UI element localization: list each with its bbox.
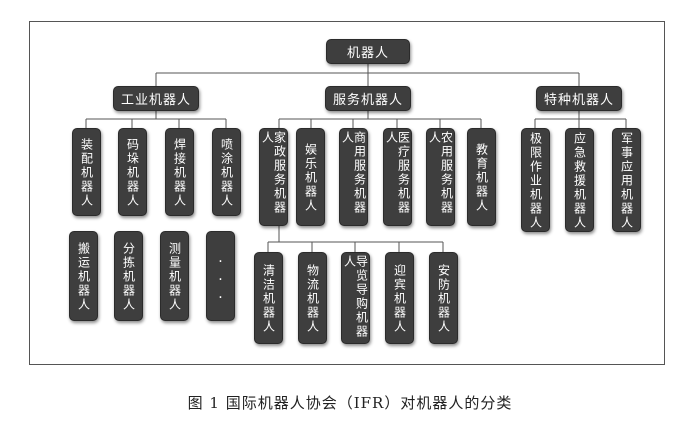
service-robot-node: 服务机器人	[325, 86, 411, 111]
education-robot-node: 教育机器人	[467, 128, 496, 226]
cleaning-robot-node: 清洁机器人	[254, 252, 283, 344]
special-robot-node: 特种机器人	[536, 86, 622, 111]
military-application-robot-node: 军事应用机器人	[612, 128, 641, 232]
handling-robot-node: 搬运机器人	[69, 231, 98, 321]
security-robot-node: 安防机器人	[429, 252, 458, 344]
measuring-robot-node: 测量机器人	[160, 231, 189, 321]
welding-robot-node: 焊接机器人	[165, 128, 194, 216]
palletizing-robot-node: 码垛机器人	[118, 128, 147, 216]
connector-lines	[85, 64, 627, 252]
diagram-frame: 机器人 工业机器人 服务机器人 特种机器人 装配机器人 码垛机器人 焊接机器人 …	[29, 21, 665, 365]
commercial-service-robot-node: 商用服务机器人	[339, 128, 368, 226]
spraying-robot-node: 喷涂机器人	[212, 128, 241, 216]
sorting-robot-node: 分拣机器人	[114, 231, 143, 321]
logistics-robot-node: 物流机器人	[298, 252, 327, 344]
industrial-robot-node: 工业机器人	[113, 86, 199, 111]
extreme-operation-robot-node: 极限作业机器人	[521, 128, 550, 232]
emergency-rescue-robot-node: 应急救援机器人	[565, 128, 594, 232]
agricultural-service-robot-node: 农用服务机器人	[426, 128, 455, 226]
root-node: 机器人	[326, 39, 410, 64]
more-ellipsis-node: ...	[206, 231, 235, 321]
guide-shopping-robot-node: 导览导购机器人	[341, 252, 370, 344]
assembly-robot-node: 装配机器人	[72, 128, 101, 216]
entertainment-robot-node: 娱乐机器人	[296, 128, 325, 226]
figure-caption: 图 1 国际机器人协会（IFR）对机器人的分类	[187, 394, 513, 412]
household-service-robot-node: 家政服务机器人	[259, 128, 288, 226]
medical-service-robot-node: 医疗服务机器人	[383, 128, 412, 226]
reception-robot-node: 迎宾机器人	[385, 252, 414, 344]
